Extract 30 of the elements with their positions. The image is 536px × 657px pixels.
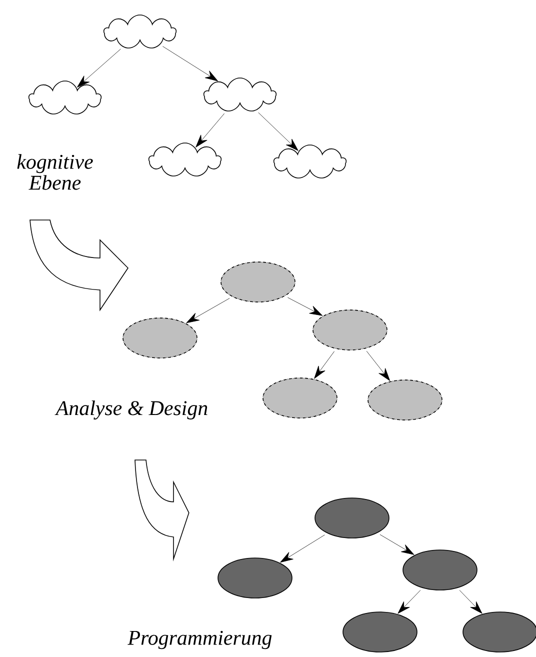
arrow bbox=[287, 297, 323, 316]
level-label: Analyse & Design bbox=[54, 400, 208, 420]
arrow bbox=[280, 534, 325, 563]
arrow bbox=[76, 48, 121, 88]
ellipse-node bbox=[262, 378, 338, 418]
arrow bbox=[196, 113, 225, 148]
cloud-shape bbox=[28, 80, 102, 114]
arrow bbox=[366, 350, 390, 381]
arrow bbox=[380, 534, 414, 555]
arrow bbox=[162, 46, 218, 82]
ellipse-node bbox=[312, 310, 388, 350]
level-label: Programmierung bbox=[128, 630, 272, 650]
arrow bbox=[314, 351, 334, 379]
arrow bbox=[258, 112, 298, 151]
ellipse-node bbox=[368, 380, 442, 420]
cloud-shape bbox=[148, 142, 222, 176]
ellipse-node bbox=[220, 262, 296, 302]
ellipse-node bbox=[218, 558, 292, 598]
cloud-shape bbox=[203, 78, 277, 112]
ellipse-node bbox=[122, 318, 198, 358]
level-label: kognitive Ebene bbox=[17, 154, 93, 190]
ellipse-node bbox=[314, 498, 390, 538]
ellipse-node bbox=[402, 550, 478, 590]
ellipse-node bbox=[342, 612, 418, 652]
arrow bbox=[186, 298, 230, 324]
cloud-shape bbox=[103, 14, 177, 48]
arrow bbox=[398, 590, 421, 614]
arrow bbox=[459, 590, 482, 614]
ellipse-node bbox=[462, 612, 536, 652]
cloud-shape bbox=[273, 144, 347, 178]
